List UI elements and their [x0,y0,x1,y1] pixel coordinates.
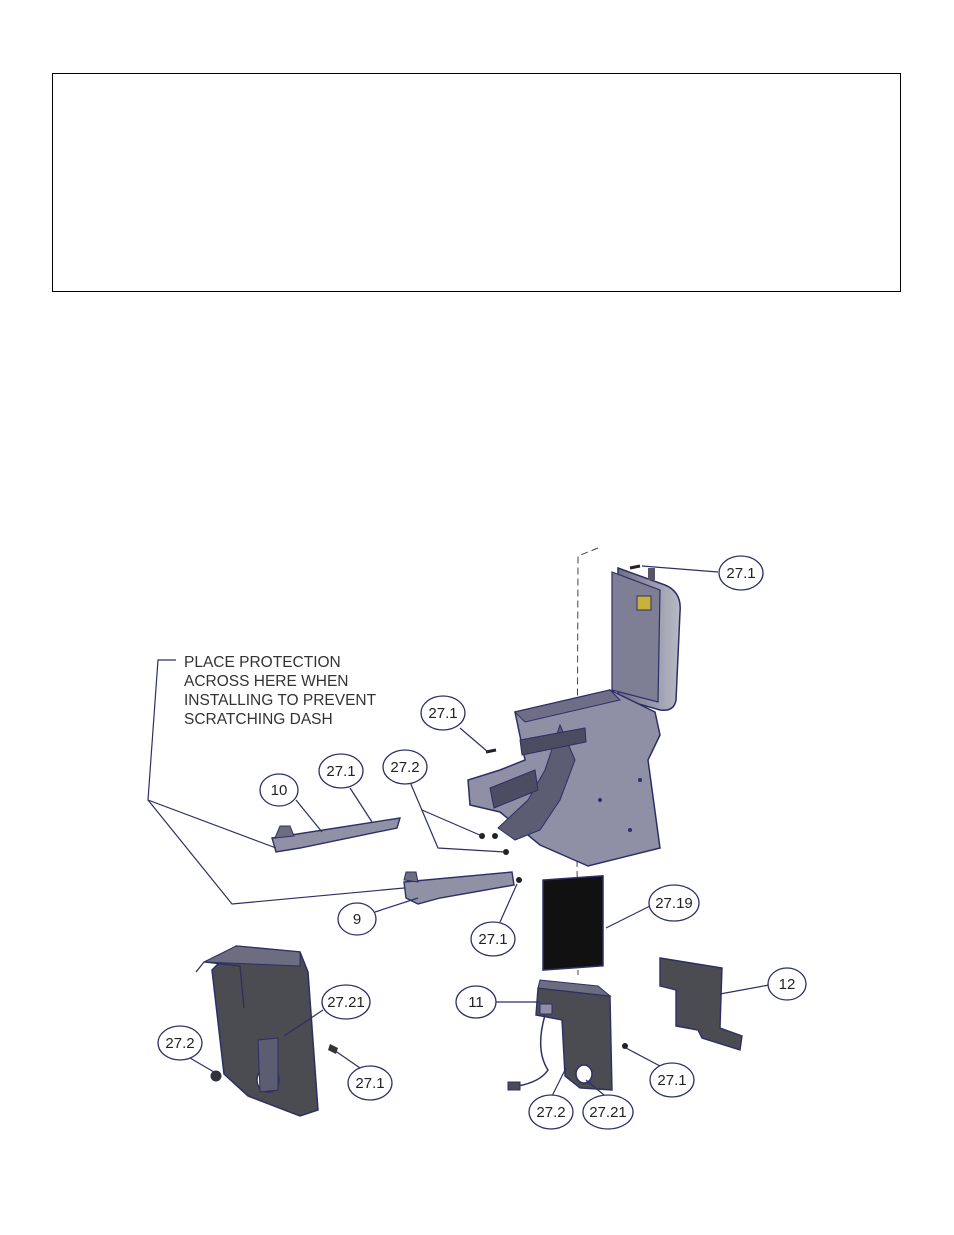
screw-27-1-top [629,564,641,570]
note-line-2: ACROSS HERE WHEN [184,673,349,690]
note-line-4: SCRATCHING DASH [184,711,333,728]
callout-12: 12 [719,967,807,1001]
svg-text:12: 12 [779,976,796,993]
callout-27-1-left: 27.1 [333,1049,393,1101]
bracket-12 [659,957,743,1051]
callout-upper-left: 27.1 [420,695,489,753]
callout-top: 27.1 [641,555,764,591]
callout-9-screw: 27.1 [470,883,518,957]
svg-text:27.1: 27.1 [726,565,755,582]
screw-27-1-left [328,1044,338,1054]
note-line-1: PLACE PROTECTION [184,654,341,671]
svg-text:27.21: 27.21 [589,1104,627,1121]
svg-text:11: 11 [468,994,484,1011]
side-cover-panel [195,945,319,1117]
protection-note: PLACE PROTECTION ACROSS HERE WHEN INSTAL… [147,654,405,905]
callout-11: 11 [455,985,540,1019]
callout-10: 10 [259,773,323,833]
svg-text:27.2: 27.2 [165,1035,194,1052]
bracket-11 [507,979,613,1091]
callout-27-2-mid: 27.2 [382,749,506,853]
nut-27-2-left [210,1070,222,1082]
svg-text:27.1: 27.1 [428,705,457,722]
block-27-19 [542,875,604,971]
callout-27-2-right: 27.2 [528,1067,574,1130]
callout-27-1-right: 27.1 [625,1047,695,1098]
callout-27-2-left: 27.2 [157,1025,215,1073]
callout-27-19: 27.19 [605,884,700,929]
svg-text:10: 10 [271,782,288,799]
svg-text:27.1: 27.1 [326,763,355,780]
svg-text:27.1: 27.1 [355,1075,384,1092]
armrest-lid [611,566,681,712]
svg-text:27.2: 27.2 [536,1104,565,1121]
svg-text:27.2: 27.2 [390,759,419,776]
callout-27-21-left: 27.21 [283,984,371,1037]
svg-text:9: 9 [353,911,361,928]
bracket-9 [403,871,515,905]
svg-text:27.21: 27.21 [327,994,365,1011]
notice-box [52,73,901,292]
callout-27-21-right: 27.21 [582,1079,634,1130]
console-body [467,689,661,867]
svg-text:27.1: 27.1 [657,1072,686,1089]
callout-9: 9 [337,897,419,936]
svg-text:27.1: 27.1 [478,931,507,948]
svg-text:27.19: 27.19 [655,895,693,912]
bracket-10 [271,817,401,853]
note-line-3: INSTALLING TO PREVENT [184,692,377,709]
callout-10-screw: 27.1 [318,753,373,823]
